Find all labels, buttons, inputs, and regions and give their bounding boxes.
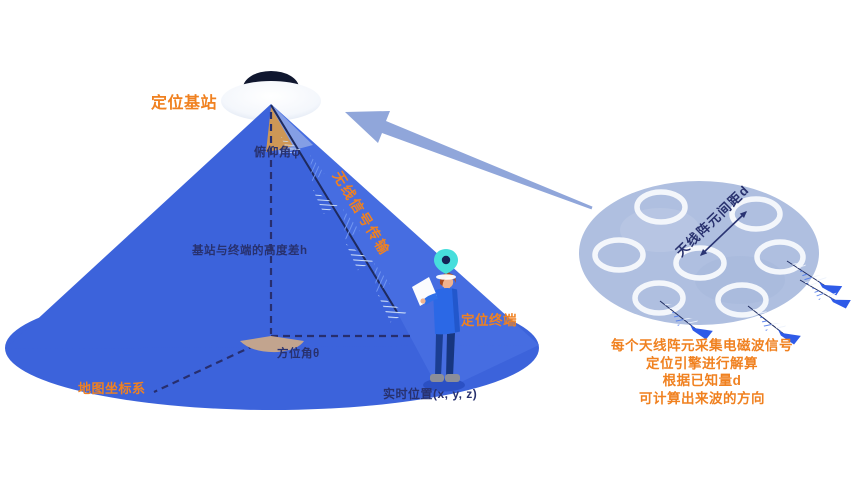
person-hand [420,298,426,304]
terminal-label: 定位终端 [461,313,517,328]
zoom-callout-arrow [345,111,593,210]
reference-lines [153,112,412,393]
antenna-ring [673,245,727,281]
realtime-position-label: 实时位置(x, y, z) [383,387,478,401]
person-arm [423,293,438,305]
location-pin-icon [434,249,458,280]
desc-line-1: 每个天线阵元采集电磁波信号 [611,338,793,353]
desc-line-4: 可计算出来波的方向 [639,390,765,406]
array-description: 每个天线阵元采集电磁波信号 定位引擎进行解算 根据已知量d 可计算出来波的方向 [588,337,816,407]
signal-wave-hatches [281,137,407,323]
antenna-ring [632,280,686,316]
array-texture-spot [695,256,785,304]
pitch-angle-label: 俯仰角φ [254,145,301,159]
antenna-array-ellipse [579,181,819,325]
person-figure [412,268,465,392]
antenna-rings [592,189,806,318]
signal-path [270,104,407,323]
spacing-arrow [700,211,747,256]
antenna-ring [715,282,769,318]
antenna-ring [754,239,806,275]
desc-line-2: 定位引擎进行解算 [646,355,758,371]
map-axis-dashed-line [153,339,267,393]
antenna-array [579,181,852,351]
person-left-shoe [430,374,444,382]
map-coordinate-label: 地图坐标系 [78,381,146,396]
antenna-ring [634,189,688,225]
person-right-shoe [445,374,460,382]
antenna-ring [729,196,783,232]
base-station-label: 定位基站 [151,95,218,112]
azimuth-angle-wedge [240,336,304,353]
cone-highlight-wedge [271,104,539,392]
desc-line-3: 根据已知量d [662,373,742,389]
azimuth-angle-label: 方位角θ [277,348,320,360]
person-right-leg [446,333,455,377]
base-station-icon [221,71,321,121]
height-diff-label: 基站与终端的高度差h [192,245,308,257]
antenna-ring [592,237,646,273]
person-left-leg [435,333,443,377]
person-jacket-shade [452,288,460,333]
base-station-saucer [221,81,321,121]
